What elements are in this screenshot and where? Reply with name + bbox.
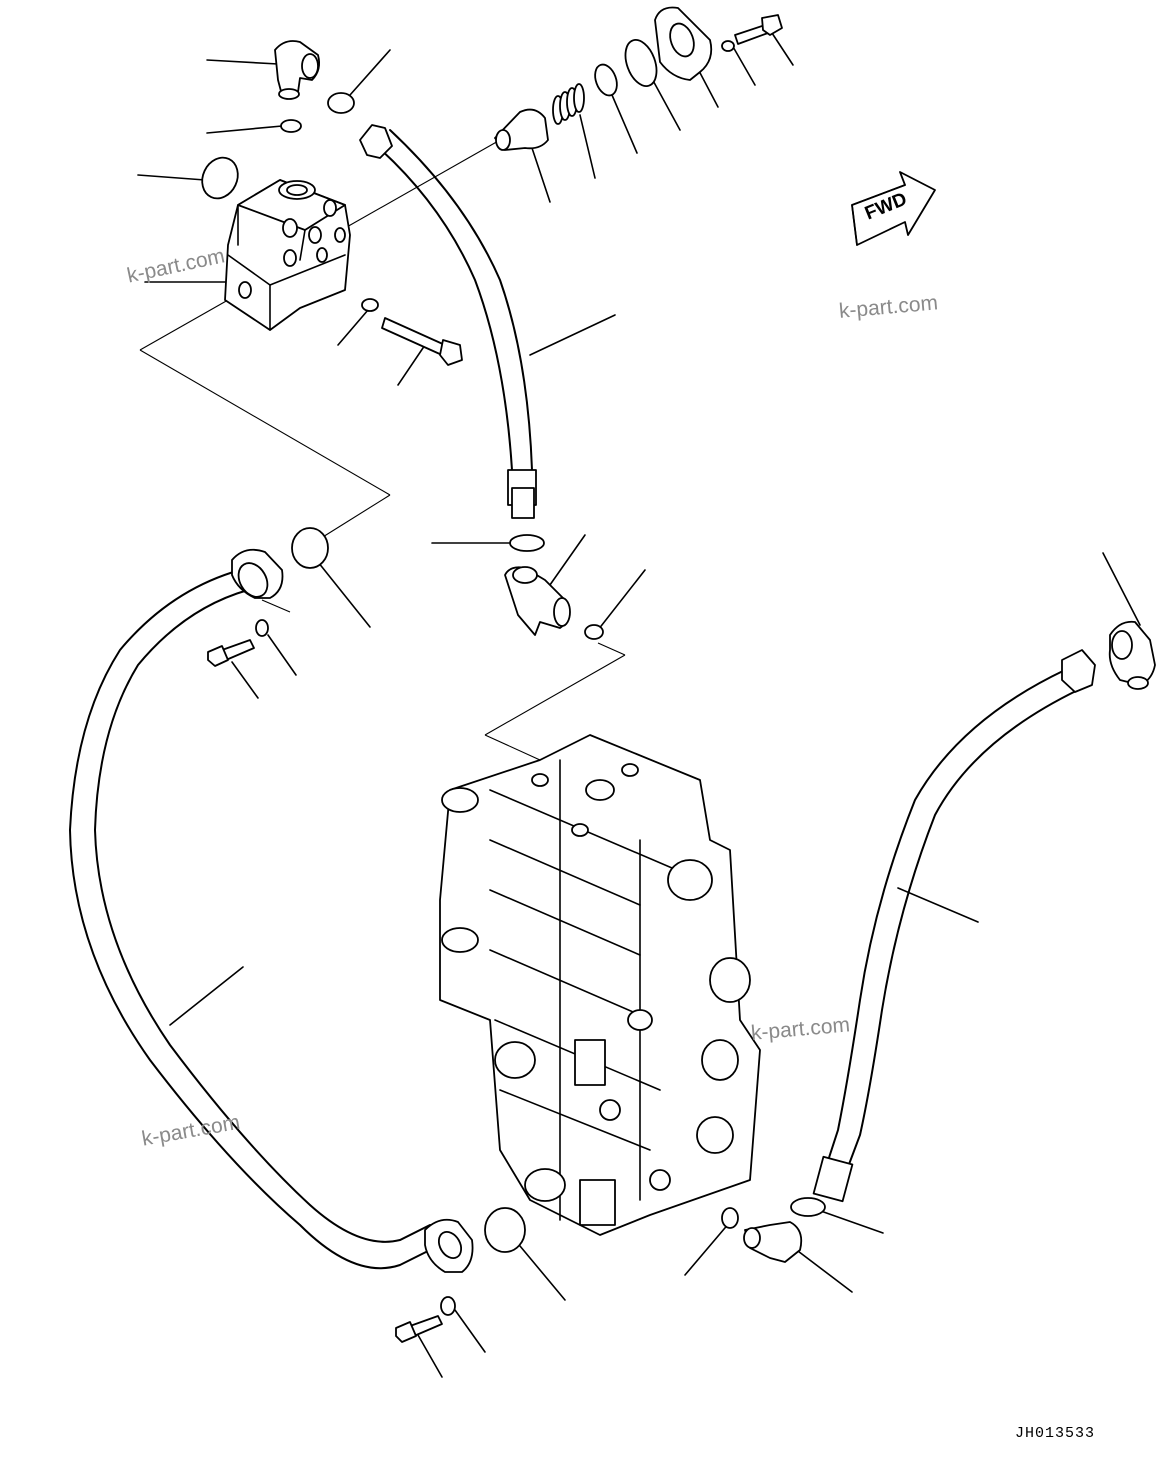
cover-flange	[654, 6, 713, 81]
bolt-left-upper	[207, 639, 255, 667]
elbow-fitting-top-left	[274, 40, 321, 100]
o-ring-10	[790, 1197, 826, 1217]
drawing-code: JH013533	[1014, 1425, 1095, 1442]
washer-4	[440, 1296, 456, 1316]
o-ring-3	[201, 156, 239, 200]
o-ring-7	[291, 527, 329, 569]
o-ring-1	[327, 92, 355, 114]
elbow-fitting-bottom-right	[743, 1221, 803, 1263]
bolt-long	[381, 317, 463, 366]
washer-2	[721, 40, 735, 52]
elbow-fitting-top-right	[1108, 620, 1156, 690]
poppet	[494, 108, 549, 151]
spring	[552, 83, 585, 125]
washer-3	[255, 619, 269, 637]
leader-lines	[137, 29, 1141, 1378]
washer-1	[361, 298, 379, 312]
elbow-fitting-middle	[504, 566, 571, 636]
o-ring-5	[509, 534, 545, 552]
fwd-arrow	[851, 171, 936, 246]
hose-right	[812, 649, 1096, 1203]
o-ring-4	[624, 39, 658, 87]
o-ring-8	[484, 1207, 526, 1253]
spacer-ring	[594, 63, 618, 97]
main-control-valve	[439, 734, 761, 1236]
bolt-small-top	[734, 14, 783, 45]
o-ring-2	[280, 119, 302, 133]
o-ring-9	[721, 1207, 739, 1229]
valve-block	[224, 179, 351, 331]
hose-upper	[359, 124, 537, 519]
o-ring-6	[584, 624, 604, 640]
bolt-left-lower	[395, 1315, 443, 1343]
hose-left	[68, 548, 474, 1273]
